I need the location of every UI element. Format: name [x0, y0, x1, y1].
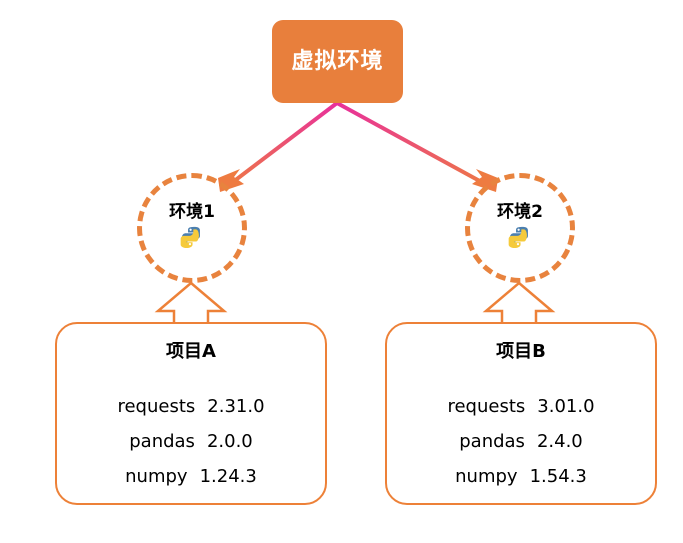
environment-node-1[interactable]: 环境1	[137, 173, 247, 283]
project-box-a[interactable]: 项目A requests 2.31.0 pandas 2.0.0 numpy 1…	[55, 322, 327, 505]
package-version: 1.54.3	[529, 466, 587, 487]
package-row: pandas 2.4.0	[387, 431, 655, 466]
root-node-label: 虚拟环境	[291, 48, 384, 74]
environment-node-2[interactable]: 环境2	[465, 173, 575, 283]
project-b-title: 项目B	[496, 341, 546, 362]
package-version: 1.24.3	[199, 466, 257, 487]
environment-2-label: 环境2	[497, 202, 543, 222]
package-row: numpy 1.24.3	[57, 466, 325, 501]
package-name: numpy	[125, 466, 188, 487]
package-row: requests 3.01.0	[387, 396, 655, 431]
package-version: 3.01.0	[537, 396, 595, 417]
package-name: numpy	[455, 466, 518, 487]
block-arrow-projectA-to-env1	[154, 281, 228, 327]
environment-1-label: 环境1	[169, 202, 215, 222]
root-node-virtual-environment[interactable]: 虚拟环境	[272, 20, 403, 103]
package-row: numpy 1.54.3	[387, 466, 655, 501]
package-row: pandas 2.0.0	[57, 431, 325, 466]
package-name: pandas	[129, 431, 195, 452]
python-logo-icon	[507, 226, 533, 252]
package-row: requests 2.31.0	[57, 396, 325, 431]
project-box-b[interactable]: 项目B requests 3.01.0 pandas 2.4.0 numpy 1…	[385, 322, 657, 505]
project-b-package-list: requests 3.01.0 pandas 2.4.0 numpy 1.54.…	[387, 396, 655, 501]
package-version: 2.31.0	[207, 396, 265, 417]
package-version: 2.0.0	[206, 431, 253, 452]
arrow-root-to-env1	[218, 101, 339, 192]
python-logo-icon	[179, 226, 205, 252]
package-name: pandas	[459, 431, 525, 452]
package-version: 2.4.0	[536, 431, 583, 452]
arrow-root-to-env2	[335, 101, 498, 192]
package-name: requests	[447, 396, 526, 417]
package-name: requests	[117, 396, 196, 417]
block-arrow-projectB-to-env2	[482, 281, 556, 327]
project-a-package-list: requests 2.31.0 pandas 2.0.0 numpy 1.24.…	[57, 396, 325, 501]
project-a-title: 项目A	[166, 341, 216, 362]
